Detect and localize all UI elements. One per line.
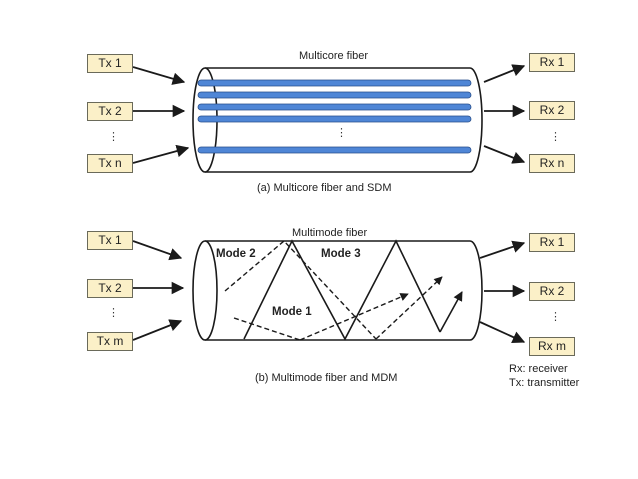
tx-ellipsis: ⋮ <box>108 131 119 143</box>
mode-2-path <box>224 240 377 340</box>
rx1-box: Rx 1 <box>529 53 575 72</box>
arrow-tx1-in <box>132 66 186 85</box>
core-3 <box>197 103 472 111</box>
multimode-fiber-title: Multimode fiber <box>292 227 368 239</box>
arrow-rx1-out <box>483 64 526 83</box>
mode-1-label: Mode 1 <box>272 306 312 318</box>
arrow-rxn-out <box>483 145 526 164</box>
core-4 <box>197 115 472 123</box>
rx1-box-b: Rx 1 <box>529 233 575 252</box>
rxn-box: Rx n <box>529 154 575 173</box>
legend-rx: Rx: receiver <box>509 363 568 375</box>
rxm-box-b: Rx m <box>529 337 575 356</box>
rx-ellipsis-b: ⋮ <box>550 311 561 323</box>
arrow-tx1-in-b <box>132 240 183 261</box>
rx2-box-b: Rx 2 <box>529 282 575 301</box>
txm-box-b: Tx m <box>87 332 133 351</box>
rx2-box: Rx 2 <box>529 101 575 120</box>
mode-1-arrow <box>299 293 409 341</box>
mode-3-path <box>243 239 441 341</box>
multimode-caption: (b) Multimode fiber and MDM <box>255 372 398 384</box>
multicore-caption: (a) Multicore fiber and SDM <box>257 182 392 194</box>
arrow-txm-in-b <box>132 319 183 341</box>
mode-2-arrow <box>375 276 443 340</box>
multicore-fiber-title: Multicore fiber <box>299 50 369 62</box>
bottom-input-arrows <box>132 240 185 341</box>
top-output-arrows <box>483 64 526 164</box>
arrow-rxm-out-b <box>479 321 526 344</box>
core-ellipsis: ⋮ <box>336 127 347 139</box>
fiber-cores <box>197 79 472 154</box>
bottom-output-arrows <box>479 240 526 344</box>
tx2-box-b: Tx 2 <box>87 279 133 298</box>
mode-2-label: Mode 2 <box>216 248 256 260</box>
core-n <box>197 146 472 154</box>
tx1-box: Tx 1 <box>87 54 133 73</box>
tx-ellipsis-b: ⋮ <box>108 307 119 319</box>
legend-tx: Tx: transmitter <box>509 377 580 389</box>
tx2-box: Tx 2 <box>87 102 133 121</box>
tx1-box-b: Tx 1 <box>87 231 133 250</box>
mode-3-arrow <box>439 291 463 333</box>
mode-3-label: Mode 3 <box>321 248 361 260</box>
multimode-fiber-cylinder <box>192 240 483 341</box>
arrow-rx1-out-b <box>479 240 526 259</box>
txn-box: Tx n <box>87 154 133 173</box>
arrow-txn-in <box>132 144 190 164</box>
core-2 <box>197 91 472 99</box>
rx-ellipsis: ⋮ <box>550 131 561 143</box>
top-input-arrows <box>132 66 190 164</box>
core-1 <box>197 79 472 87</box>
mode-1-path <box>233 317 301 341</box>
